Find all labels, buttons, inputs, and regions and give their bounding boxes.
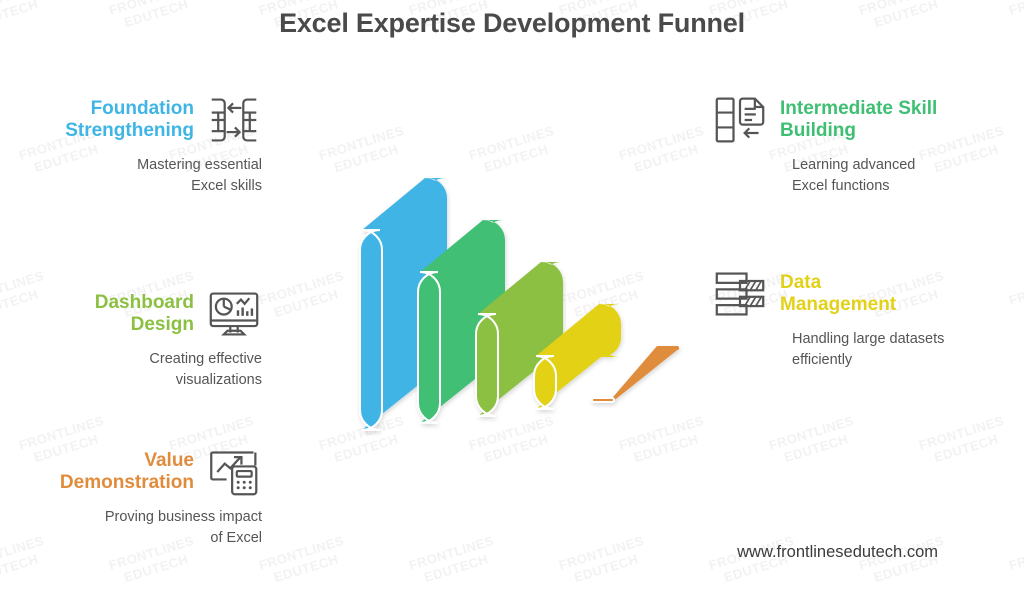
page-title: Excel Expertise Development Funnel xyxy=(279,8,745,38)
stage-desc-line1: Proving business impact xyxy=(104,509,262,525)
funnel-level-2 xyxy=(417,220,505,424)
stage-description: Learning advanced Excel functions xyxy=(792,155,992,197)
funnel-level-4 xyxy=(533,304,621,410)
stage-heading-line1: Foundation xyxy=(90,97,194,119)
funnel-level-front xyxy=(591,397,615,403)
stage-heading-line1: Dashboard Design xyxy=(94,291,194,335)
funnel-level-back xyxy=(657,346,679,350)
stage-heading-line2: Demonstration xyxy=(59,472,194,493)
data-exchange-icon xyxy=(206,94,262,146)
funnel-level-3 xyxy=(475,262,563,417)
funnel-chart xyxy=(352,138,702,463)
funnel-level-back xyxy=(599,304,621,357)
stage-foundation-strengthening: Foundation Strengthening Ma xyxy=(42,94,262,197)
stage-description: Handling large datasets efficiently xyxy=(792,329,992,371)
stage-heading-line1: Intermediate Skill xyxy=(780,97,938,119)
stage-intermediate-skill-building: Intermediate Skill Building Learning adv… xyxy=(712,94,992,197)
funnel-svg xyxy=(359,178,679,431)
stage-heading-line2: Strengthening xyxy=(65,120,194,141)
stage-heading-line1: Value xyxy=(144,449,194,471)
stage-desc-line2: Excel skills xyxy=(191,178,262,195)
stage-desc-line2: Excel functions xyxy=(792,178,890,195)
funnel-level-body xyxy=(612,346,679,402)
funnel-level-front xyxy=(359,229,383,431)
stage-heading: Value Demonstration xyxy=(60,450,194,495)
monitor-chart-icon xyxy=(206,288,262,340)
site-url: www.frontlinesedutech.com xyxy=(737,543,938,561)
stage-heading-line2: Management xyxy=(780,294,897,315)
stage-desc-line2: visualizations xyxy=(175,372,262,389)
stage-description: Mastering essential Excel skills xyxy=(42,155,262,197)
stage-desc-line1: Mastering essential xyxy=(137,157,262,173)
data-layers-icon xyxy=(712,268,768,320)
funnel-level-front xyxy=(417,271,441,424)
growth-calculator-icon xyxy=(206,446,262,498)
stage-heading-line2: Building xyxy=(780,120,856,141)
stage-heading: Intermediate Skill Building xyxy=(780,98,937,143)
stage-value-demonstration: Value Demonstration Proving bus xyxy=(42,446,262,549)
stage-data-management: Data Management Handling large datasets … xyxy=(712,268,992,371)
stage-desc-line2: efficiently xyxy=(792,352,853,369)
stage-dashboard-design: Dashboard Design xyxy=(42,288,262,391)
funnel-level-front xyxy=(475,313,499,417)
funnel-level-front xyxy=(533,355,557,410)
stage-heading: Data Management xyxy=(780,272,896,317)
stage-description: Creating effective visualizations xyxy=(42,349,262,391)
column-document-icon xyxy=(712,94,768,146)
stage-heading: Foundation Strengthening xyxy=(65,98,194,143)
funnel-level-5 xyxy=(591,346,679,403)
stage-desc-line1: Creating effective xyxy=(149,351,262,367)
stage-desc-line2: of Excel xyxy=(210,530,262,547)
stage-desc-line1: Learning advanced xyxy=(792,157,916,173)
stage-description: Proving business impact of Excel xyxy=(42,507,262,549)
stage-desc-line1: Handling large datasets xyxy=(792,331,945,347)
stage-heading-line1: Data xyxy=(780,271,822,293)
stage-heading: Dashboard Design xyxy=(42,292,194,337)
